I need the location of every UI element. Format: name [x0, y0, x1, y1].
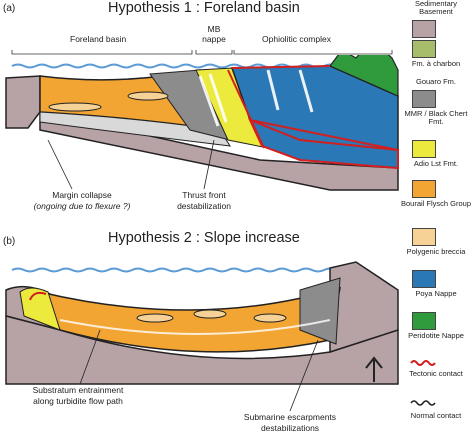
callout-margin-collapse: Margin collapse (ongoing due to flexure …	[16, 190, 148, 212]
legend-swatch-bourail	[412, 180, 436, 198]
callout-margin-line2: (ongoing due to flexure ?)	[33, 201, 131, 211]
callout-escarp-line1: Submarine escarpments	[243, 412, 337, 422]
legend-swatch-sedimentary-basement	[412, 20, 436, 38]
legend-label-normal: Normal contact	[410, 411, 462, 420]
legend-label-tectonic: Tectonic contact	[409, 369, 463, 378]
basement-a	[5, 75, 41, 129]
legend-line-normal	[410, 400, 436, 406]
callout-substratum: Substratum entrainment along turbidite f…	[12, 385, 144, 407]
legend-swatch-mmr	[412, 90, 436, 108]
header-foreland-basin: Foreland basin	[70, 34, 127, 44]
panel-b-tag: (b)	[3, 236, 16, 247]
legend-label-bourail: Bourail Flysch Group	[400, 199, 472, 208]
sea-surface-b	[11, 267, 349, 273]
callout-margin-line1: Margin collapse	[52, 190, 112, 200]
callout-thrust-line2: destabilization	[177, 201, 231, 211]
callout-substratum-line2: along turbidite flow path	[33, 396, 123, 406]
legend-label-mmr: MMR / Black Chert Fmt.	[404, 109, 468, 126]
callout-escarp-line2: destabilizations	[260, 423, 320, 433]
legend-swatch-fm-charbon	[412, 40, 436, 58]
header-mb-line1: MB	[207, 24, 221, 34]
callout-substratum-line1: Substratum entrainment	[32, 385, 124, 395]
legend-label-gouaro: Gouaro Fm.	[415, 77, 456, 86]
header-mb-line2: nappe	[202, 34, 226, 44]
header-mb-nappe: MB nappe	[196, 24, 232, 44]
panel-b-callout-lines	[79, 329, 319, 412]
legend-swatch-adio	[412, 140, 436, 158]
panel-a-tag: (a)	[3, 3, 16, 14]
callout-thrust-front: Thrust front destabilization	[162, 190, 246, 212]
panel-a-title: Hypothesis 1 : Foreland basin	[108, 0, 300, 16]
panel-a-headers	[11, 50, 393, 55]
callout-escarpments: Submarine escarpments destabilizations	[230, 412, 350, 434]
legend-swatch-peridotite	[412, 312, 436, 330]
legend-label-fm-charbon: Fm. à charbon	[411, 59, 461, 68]
legend-swatch-breccia	[412, 228, 436, 246]
panel-a-block-diagram	[5, 55, 399, 191]
peridotite-massif-a	[329, 55, 399, 97]
legend-label-poya: Poya Nappe	[415, 289, 457, 298]
panel-b-block-diagram	[5, 261, 399, 385]
legend-label-adio: Adio Lst Fmt.	[413, 159, 459, 168]
panel-a-callout-lines	[47, 139, 215, 190]
header-ophiolitic-complex: Ophiolitic complex	[262, 34, 331, 44]
legend-label-breccia: Polygenic breccia	[406, 247, 466, 256]
callout-thrust-line1: Thrust front	[182, 190, 226, 200]
uplift-arrow-icon	[365, 356, 383, 382]
legend-line-tectonic	[410, 360, 436, 366]
legend-label-peridotite: Peridotite Nappe	[408, 331, 464, 340]
panel-b-title: Hypothesis 2 : Slope increase	[108, 230, 300, 246]
legend-label-sedimentary-basement: Sedimentary Basement	[414, 0, 458, 16]
legend-swatch-poya	[412, 270, 436, 288]
